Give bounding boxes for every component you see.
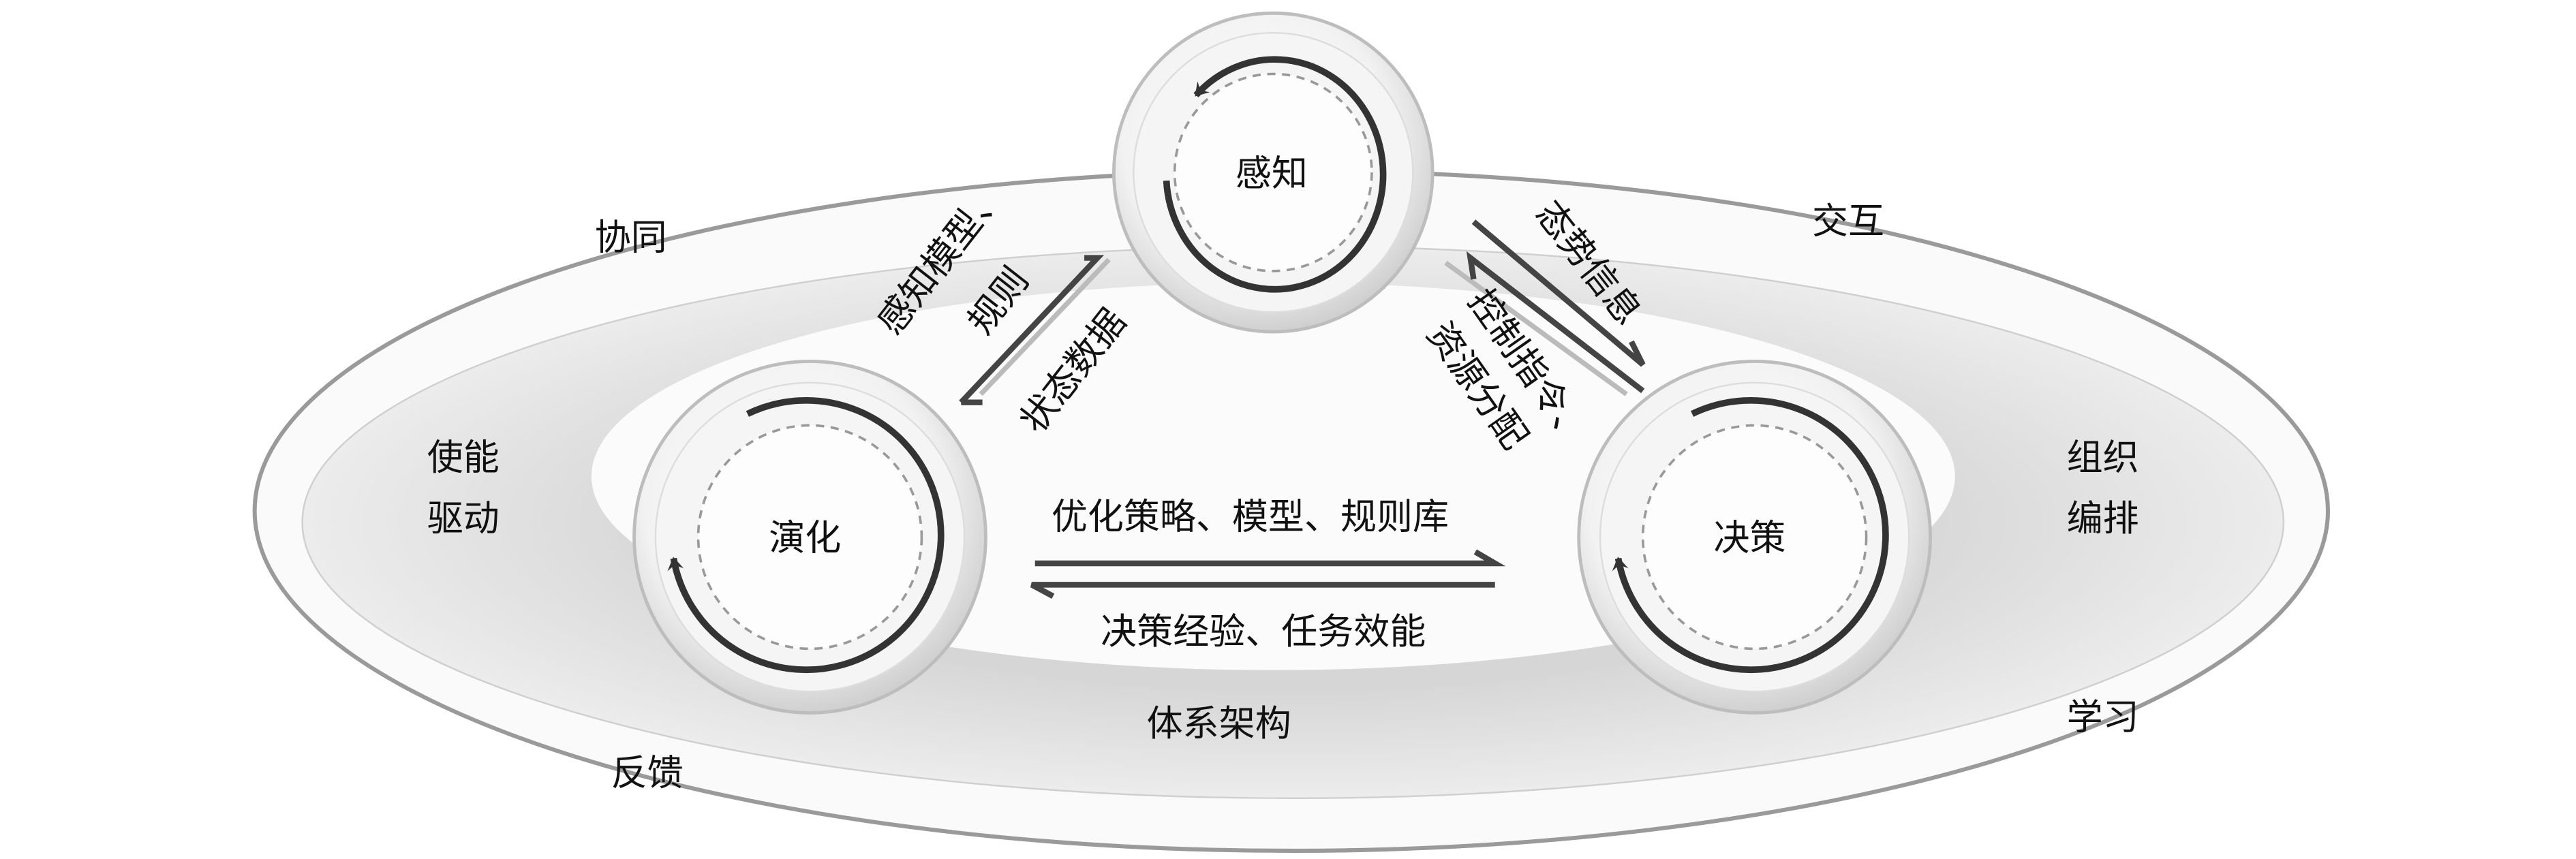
label-interaction: 交互 bbox=[1812, 200, 1884, 242]
cycle-arrow-icon bbox=[667, 397, 945, 674]
cycle-arrow-icon bbox=[1163, 56, 1387, 293]
cycle-arrow-icon bbox=[1612, 397, 1889, 674]
arrow-evolution-decision bbox=[1034, 549, 1506, 567]
label-architecture: 体系架构 bbox=[1147, 702, 1291, 745]
label-learning: 学习 bbox=[2067, 696, 2139, 738]
label-feedback: 反馈 bbox=[611, 751, 684, 794]
flow-optimize: 优化策略、模型、规则库 bbox=[1052, 495, 1449, 537]
label-organize-2: 编排 bbox=[2067, 497, 2139, 540]
node-decision[interactable]: 决策 bbox=[1577, 360, 1932, 715]
node-perception[interactable]: 感知 bbox=[1112, 11, 1435, 334]
arrow-decision-evolution bbox=[1030, 582, 1495, 599]
node-decision-label: 决策 bbox=[1713, 517, 1785, 559]
node-evolution-label: 演化 bbox=[769, 517, 841, 559]
node-perception-label: 感知 bbox=[1236, 152, 1308, 194]
flow-experience: 决策经验、任务效能 bbox=[1101, 610, 1426, 653]
arrow-evolution-perception bbox=[959, 255, 1111, 405]
label-enable-1: 使能 bbox=[427, 437, 500, 479]
node-evolution[interactable]: 演化 bbox=[632, 360, 987, 715]
label-organize-1: 组织 bbox=[2067, 437, 2139, 479]
arrow-perception-decision bbox=[1444, 219, 1646, 396]
label-collaboration: 协同 bbox=[595, 216, 667, 258]
label-enable-2: 驱动 bbox=[427, 497, 500, 540]
